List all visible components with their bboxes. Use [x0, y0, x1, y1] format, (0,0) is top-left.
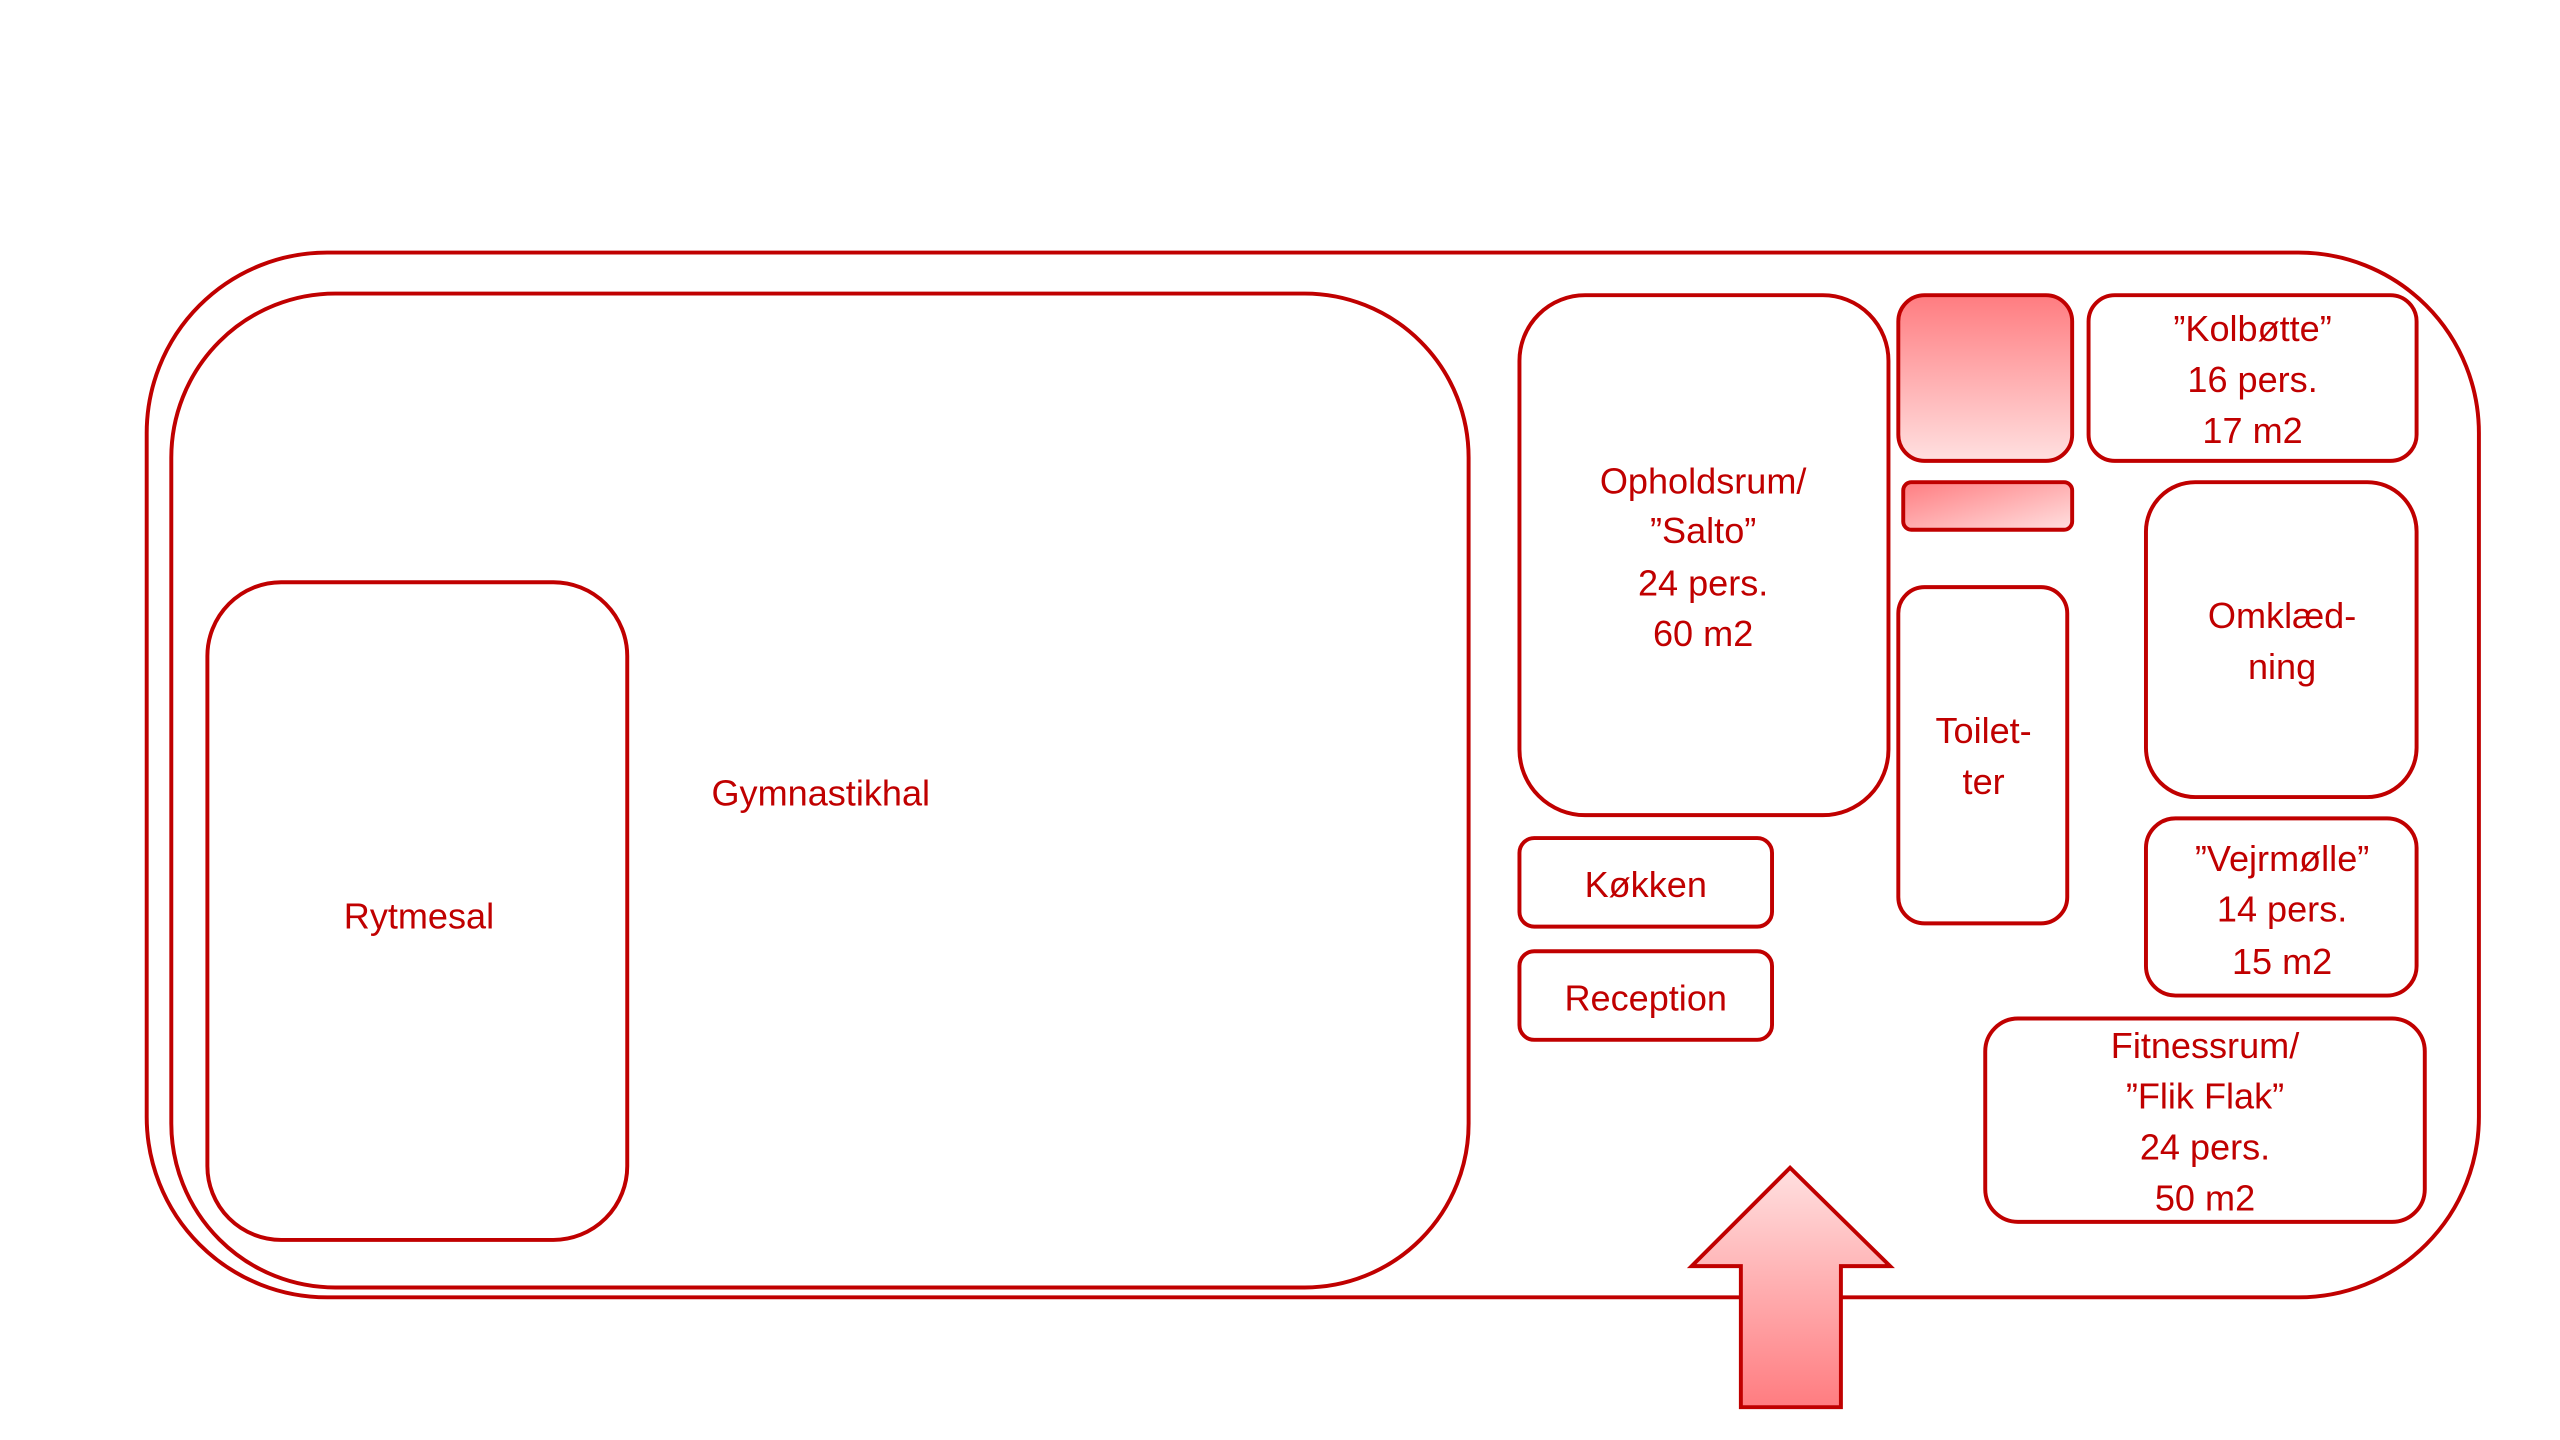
kolbotte-line: 17 m2 — [2202, 410, 2302, 451]
fitnessrum-line: ”Flik Flak” — [2126, 1076, 2284, 1117]
vejrmolle-line: 14 pers. — [2217, 889, 2347, 930]
rytmesal-label: Rytmesal — [344, 895, 494, 936]
toiletter-line: Toilet- — [1935, 710, 2031, 751]
opholdsrum-line: Opholdsrum/ — [1600, 461, 1808, 502]
arrow-up-icon — [1686, 1164, 1895, 1410]
shaded-room — [1896, 293, 2075, 463]
omklaedning-line: ning — [2248, 646, 2316, 687]
shaded-room-small — [1901, 480, 2075, 532]
fitnessrum-line: 50 m2 — [2155, 1177, 2255, 1218]
room-omklaedning: Omklæd- ning — [2144, 480, 2419, 800]
reception-label: Reception — [1565, 977, 1727, 1018]
room-rytmesal: Rytmesal — [205, 580, 630, 1242]
room-toiletter: Toilet- ter — [1896, 585, 2070, 926]
kolbotte-line: ”Kolbøtte” — [2173, 308, 2331, 349]
room-kolbotte: ”Kolbøtte” 16 pers. 17 m2 — [2086, 293, 2419, 463]
room-reception: Reception — [1517, 949, 1774, 1042]
omklaedning-line: Omklæd- — [2208, 595, 2356, 636]
room-vejrmolle: ”Vejrmølle” 14 pers. 15 m2 — [2144, 816, 2419, 998]
gymnastikhal-label: Gymnastikhal — [711, 772, 930, 813]
room-fitnessrum: Fitnessrum/ ”Flik Flak” 24 pers. 50 m2 — [1983, 1016, 2427, 1224]
kolbotte-line: 16 pers. — [2187, 359, 2317, 400]
opholdsrum-line: ”Salto” — [1650, 510, 1756, 551]
room-kokken: Køkken — [1517, 836, 1774, 929]
kokken-label: Køkken — [1585, 864, 1707, 905]
toiletter-line: ter — [1963, 761, 2005, 802]
opholdsrum-line: 24 pers. — [1638, 562, 1768, 603]
vejrmolle-line: 15 m2 — [2232, 941, 2332, 982]
opholdsrum-line: 60 m2 — [1653, 613, 1753, 654]
room-opholdsrum: Opholdsrum/ ”Salto” 24 pers. 60 m2 — [1517, 293, 1891, 818]
vejrmolle-line: ”Vejrmølle” — [2195, 838, 2369, 879]
fitnessrum-line: 24 pers. — [2140, 1127, 2270, 1168]
fitnessrum-line: Fitnessrum/ — [2111, 1025, 2300, 1066]
